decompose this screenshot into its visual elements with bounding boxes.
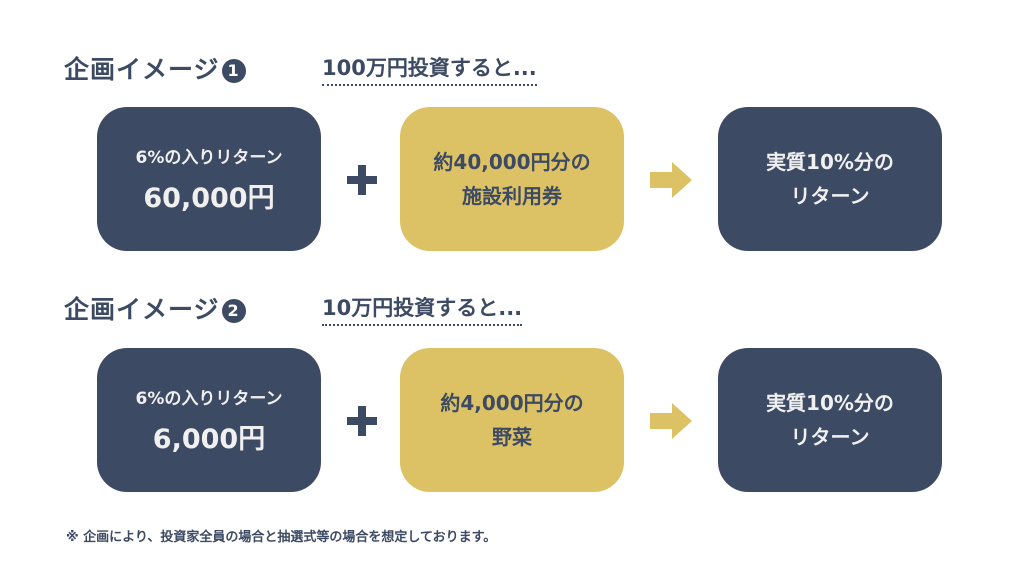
plan-1-subtitle: 100万円投資すると... [322,52,537,86]
arrow-right-icon [650,162,692,198]
plan-number-badge: 2 [221,299,246,323]
plan-1-result-box: 実質10%分の リターン [718,107,942,251]
result-line-2: リターン [790,425,870,449]
plan-2-bonus-box: 約4,000円分の 野菜 [400,348,624,492]
plan-1-bonus-box: 約40,000円分の 施設利用券 [400,107,624,251]
return-label: 6%の入りリターン [135,148,283,168]
bonus-line-1: 約40,000円分の [433,150,591,174]
plus-icon [347,406,377,436]
plan-title-text: 企画イメージ [64,295,220,324]
plan-2-return-box: 6%の入りリターン 6,000円 [97,348,321,492]
result-line-1: 実質10%分の [766,150,894,174]
bonus-line-1: 約4,000円分の [440,391,584,415]
arrow-right-icon [650,403,692,439]
plan-number-badge: 1 [221,59,246,83]
plus-icon [347,165,377,195]
plan-title-text: 企画イメージ [64,55,220,84]
return-amount: 60,000円 [143,183,275,214]
return-amount: 6,000円 [152,424,266,455]
result-line-2: リターン [790,184,870,208]
footnote: ※ 企画により、投資家全員の場合と抽選式等の場合を想定しております。 [66,530,497,545]
return-label: 6%の入りリターン [135,389,283,409]
bonus-line-2: 野菜 [492,425,532,449]
plan-1-return-box: 6%の入りリターン 60,000円 [97,107,321,251]
plan-2-result-box: 実質10%分の リターン [718,348,942,492]
bonus-line-2: 施設利用券 [462,184,562,208]
plan-2-subtitle: 10万円投資すると... [322,292,523,326]
result-line-1: 実質10%分の [766,391,894,415]
